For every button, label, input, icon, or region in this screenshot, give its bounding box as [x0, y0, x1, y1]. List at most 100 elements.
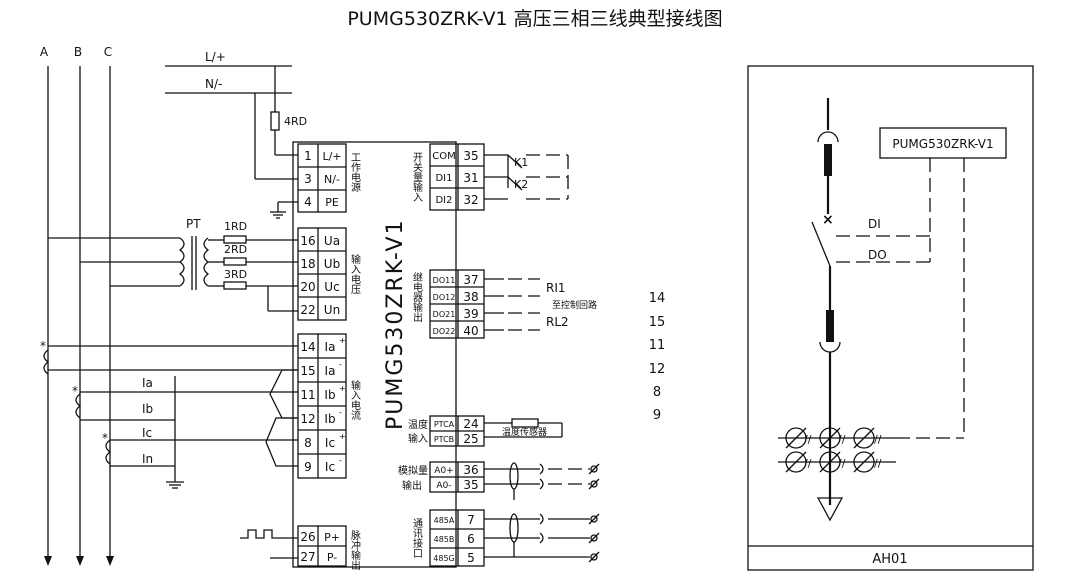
terminal-485g-name: 485G: [433, 554, 454, 563]
relay-terminal-block: DO11 37 DO12 38 DO21 39 DO22 40: [429, 269, 485, 339]
terminal-1-name: L/+: [322, 150, 341, 163]
panel-device-label: PUMG530ZRK-V1: [892, 137, 993, 151]
terminal-8-sup: +: [339, 432, 346, 441]
side-number-2: 15: [649, 315, 666, 330]
terminal-3-name: N/-: [324, 173, 340, 186]
comm-terminal-block: 485A 7 485B 6 485G 5: [429, 509, 590, 567]
terminal-end-symbols: [588, 463, 600, 563]
terminal-9-sup: -: [339, 456, 342, 465]
terminal-di2-name: DI2: [435, 195, 452, 206]
analog-terminal-block: 模拟量 输出 A0+ 36 A0- 35: [398, 461, 590, 500]
live-line-label: L/+: [205, 50, 226, 64]
terminal-20-name: Uc: [324, 280, 339, 294]
terminal-40-num: 40: [463, 324, 478, 338]
terminal-12-num: 12: [300, 412, 315, 426]
terminal-15-num: 15: [300, 364, 315, 378]
side-number-column: 14 15 11 12 8 9: [649, 291, 666, 423]
relay-wiring: RI1 RL2 至控制回路: [484, 278, 597, 331]
terminal-11-name: Ib: [324, 388, 335, 402]
terminal-38-num: 38: [463, 290, 478, 304]
svg-text:*: *: [40, 339, 46, 353]
fuse-3rd: [223, 281, 247, 290]
terminal-9-name: Ic: [325, 460, 335, 474]
comm-group-label: 通讯接口: [411, 518, 423, 558]
terminal-16-name: Ua: [324, 234, 340, 248]
fuse-2rd-label: 2RD: [224, 243, 247, 256]
terminal-18-name: Ub: [324, 257, 340, 271]
temp-terminal-block: 温度 输入 PTCA 24 PTCB 25 温度传感器: [408, 415, 563, 447]
power-lines: L/+ N/- 4RD: [165, 50, 307, 219]
pulse-terminal-block: 26 P+ 27 P-: [297, 525, 347, 567]
phase-buses: A B C: [40, 45, 114, 566]
current-terminal-block: 14 Ia + 15 Ia - 11 Ib + 12 Ib - 8 Ic + 9…: [297, 333, 347, 479]
cabinet-label: AH01: [872, 552, 907, 567]
terminal-5-num: 5: [467, 551, 475, 565]
ct-label-ia: Ia: [142, 376, 153, 390]
terminal-27-num: 27: [300, 550, 315, 564]
voltage-terminal-block: 16 Ua 18 Ub 20 Uc 22 Un: [297, 227, 347, 321]
voltage-group-label: 输入电压: [349, 253, 361, 295]
terminal-7-num: 7: [467, 513, 475, 527]
terminal-18-num: 18: [300, 257, 315, 271]
current-group-label: 输入电流: [349, 379, 361, 421]
switch-group-label: 开关量输入: [411, 152, 423, 202]
terminal-22-name: Un: [324, 303, 340, 317]
fuse-1rd-label: 1RD: [224, 220, 247, 233]
svg-text://: //: [874, 457, 882, 470]
terminal-24-num: 24: [463, 417, 478, 431]
ct-label-ib: Ib: [142, 402, 153, 416]
svg-text://: //: [874, 433, 882, 446]
terminal-31-num: 31: [463, 171, 478, 185]
terminal-22-num: 22: [300, 303, 315, 317]
analog-group-line1: 模拟量: [398, 464, 428, 477]
relay-note-label: 至控制回路: [552, 299, 597, 311]
side-number-3: 11: [649, 338, 666, 353]
terminal-35-num: 35: [463, 149, 478, 163]
pulse-group-label: 脉冲输出: [349, 529, 361, 570]
device-model-label: PUMG530ZRK-V1: [383, 218, 408, 430]
terminal-36-num: 36: [463, 463, 478, 477]
terminal-12-sup: -: [339, 408, 342, 417]
upper-contact: [824, 144, 832, 176]
terminal-do11-name: DO11: [433, 276, 456, 285]
terminal-4-num: 4: [304, 195, 312, 209]
terminal-20-num: 20: [300, 280, 315, 294]
terminal-485b-name: 485B: [434, 535, 455, 544]
fuse-1rd: [223, 235, 247, 244]
terminal-15-name: Ia: [325, 364, 336, 378]
terminal-16-num: 16: [300, 234, 315, 248]
terminal-11-sup: +: [339, 384, 346, 393]
power-group-label: 工作电源: [349, 152, 361, 193]
fuse-4rd-label: 4RD: [284, 115, 307, 128]
fuse-2rd: [223, 257, 247, 266]
pt-label: PT: [186, 217, 201, 231]
phase-label-c: C: [104, 45, 112, 59]
terminal-26-name: P+: [324, 531, 340, 544]
svg-text://: //: [804, 433, 812, 446]
side-number-4: 12: [649, 362, 666, 377]
terminal-do21-name: DO21: [433, 310, 456, 319]
switch-k1-label: K1: [514, 156, 528, 169]
terminal-15-sup: -: [339, 360, 342, 369]
terminal-14-sup: +: [339, 336, 346, 345]
switch-terminal-block: COM 35 DI1 31 DI2 32: [429, 143, 485, 211]
side-number-5: 8: [653, 385, 661, 400]
current-transformers: * * * Ia Ib Ic In: [40, 339, 298, 489]
lower-contact: [826, 310, 834, 342]
terminal-8-num: 8: [304, 436, 312, 450]
diagram-title: PUMG530ZRK-V1 高压三相三线典型接线图: [347, 8, 722, 30]
side-number-1: 14: [649, 291, 666, 306]
svg-text://: //: [838, 433, 846, 446]
temp-group-line1: 温度: [408, 418, 428, 431]
panel-di-label: DI: [868, 217, 881, 231]
terminal-di1-name: DI1: [435, 173, 452, 184]
terminal-32-num: 32: [463, 193, 478, 207]
terminal-do12-name: DO12: [433, 293, 456, 302]
ct-label-ic: Ic: [142, 426, 152, 440]
terminal-25-num: 25: [463, 432, 478, 446]
relay-ri1-label: RI1: [546, 281, 566, 295]
phase-label-a: A: [40, 45, 49, 59]
svg-text:*: *: [102, 431, 108, 445]
terminal-27-name: P-: [327, 551, 337, 564]
